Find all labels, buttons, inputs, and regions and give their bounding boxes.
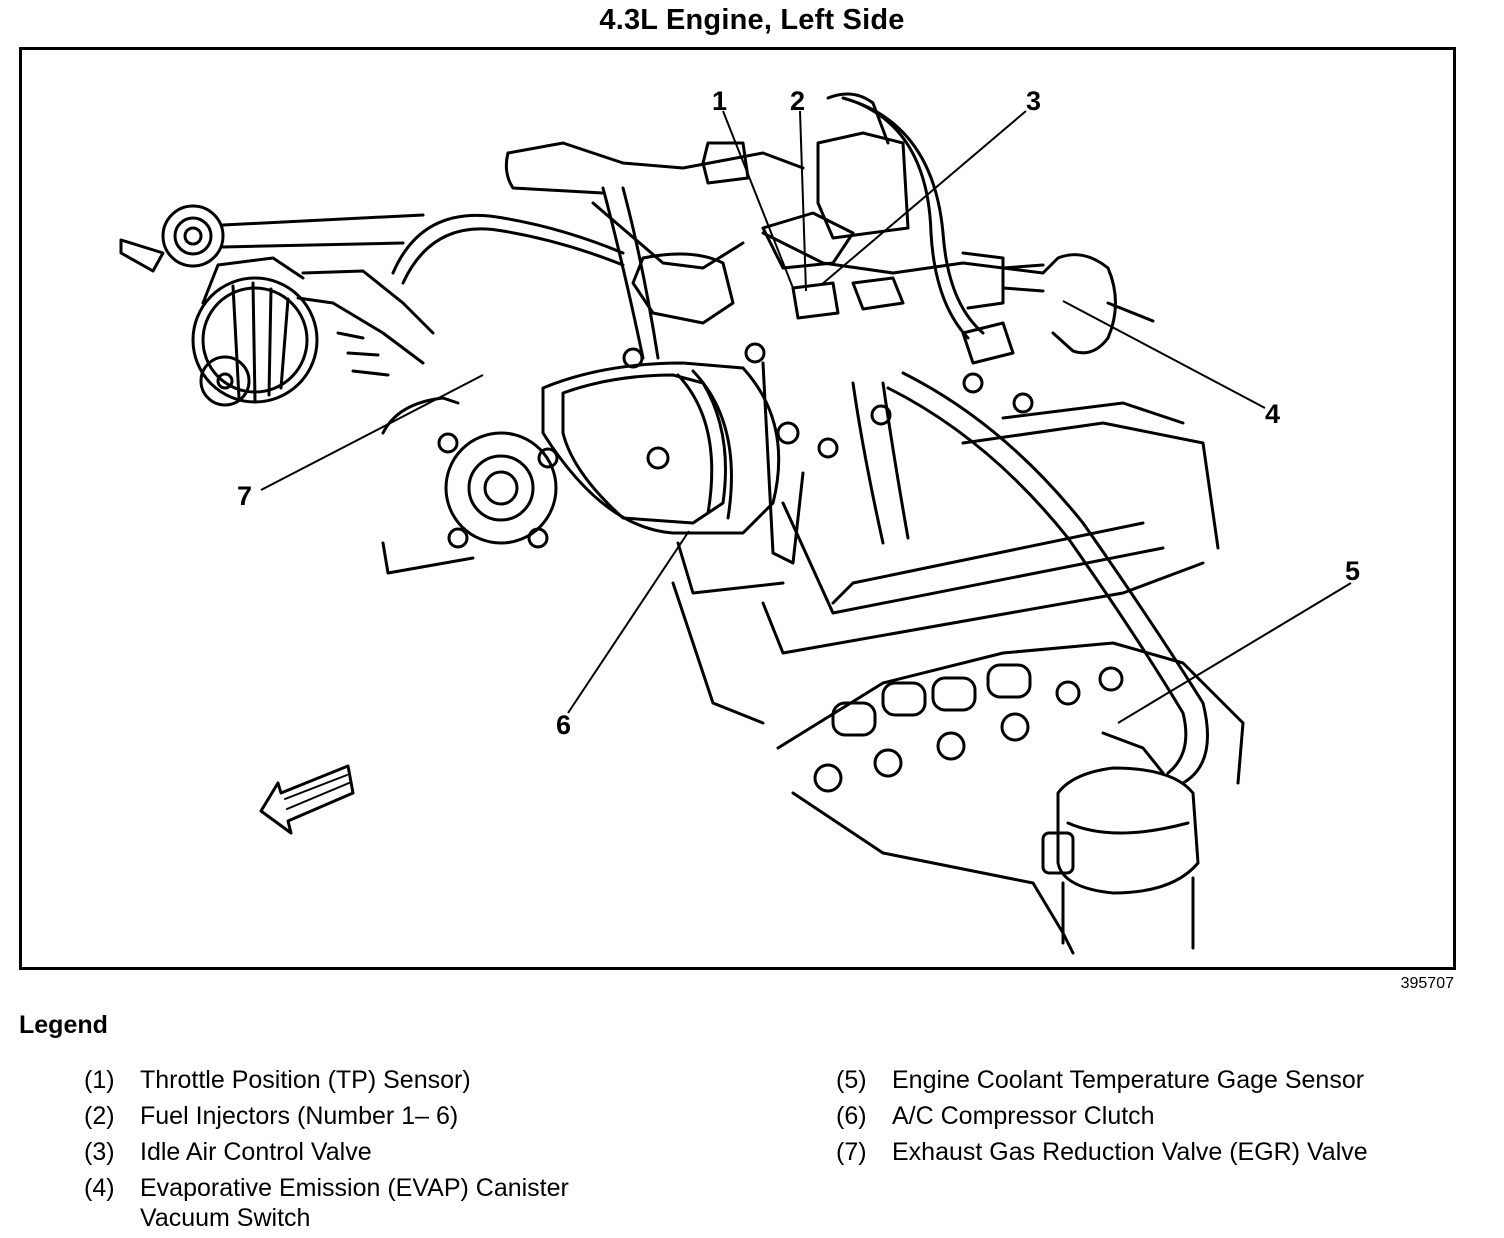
legend-item-text: Exhaust Gas Reduction Valve (EGR) Valve — [892, 1138, 1368, 1166]
legend-item: (1) Throttle Position (TP) Sensor) — [84, 1062, 724, 1098]
leader-line-1 — [722, 110, 794, 289]
legend-item: (2) Fuel Injectors (Number 1– 6) — [84, 1098, 724, 1134]
bolts-drawing — [622, 342, 1034, 470]
leader-line-4 — [1062, 300, 1266, 409]
legend-item-text: Evaporative Emission (EVAP) Canister Vac… — [140, 1174, 569, 1232]
legend-item: (3) Idle Air Control Valve — [84, 1134, 724, 1170]
egr-valve-drawing — [1041, 731, 1200, 950]
legend-column-right: (5) Engine Coolant Temperature Gage Sens… — [836, 1062, 1476, 1170]
legend-item-number: (1) — [84, 1066, 115, 1094]
evap-switch-drawing — [961, 251, 1155, 365]
leader-line-3 — [820, 110, 1027, 286]
engine-line-drawing: 1 2 3 4 5 6 7 — [119, 86, 1360, 955]
legend-item-text: Fuel Injectors (Number 1– 6) — [140, 1102, 459, 1130]
callout-5: 5 — [1345, 556, 1360, 586]
leader-line-5 — [1117, 582, 1352, 724]
legend-item: (6) A/C Compressor Clutch — [836, 1098, 1476, 1134]
legend-item-number: (3) — [84, 1138, 115, 1166]
legend-item-number: (4) — [84, 1174, 115, 1202]
callout-7: 7 — [237, 481, 252, 511]
legend-item: (7) Exhaust Gas Reduction Valve (EGR) Va… — [836, 1134, 1476, 1170]
legend-item-number: (7) — [836, 1138, 867, 1166]
figure-id: 395707 — [1400, 975, 1454, 992]
front-direction-arrow — [259, 764, 355, 835]
diagram-title: 4.3L Engine, Left Side — [599, 4, 905, 36]
exhaust-manifold-drawing — [776, 641, 1245, 955]
legend-item-number: (2) — [84, 1102, 115, 1130]
ac-compressor-drawing — [381, 361, 781, 575]
callout-4: 4 — [1265, 399, 1280, 429]
callout-2: 2 — [790, 86, 805, 116]
engine-illustration-frame: 1 2 3 4 5 6 7 — [19, 47, 1456, 970]
leader-line-7 — [260, 374, 484, 491]
throttle-body-drawing — [504, 92, 910, 325]
callout-1: 1 — [712, 86, 727, 116]
wiring-harness-drawing — [391, 96, 1209, 785]
legend-item-number: (5) — [836, 1066, 867, 1094]
legend-item-text: Engine Coolant Temperature Gage Sensor — [892, 1066, 1365, 1094]
oil-cap-drawing — [119, 204, 425, 273]
legend-item: (5) Engine Coolant Temperature Gage Sens… — [836, 1062, 1476, 1098]
leader-lines — [260, 110, 1352, 724]
legend-heading: Legend — [19, 1011, 108, 1039]
legend-item-text: A/C Compressor Clutch — [892, 1102, 1155, 1130]
legend-item-number: (6) — [836, 1102, 867, 1130]
leader-line-6 — [567, 530, 690, 714]
legend-item-text: Idle Air Control Valve — [140, 1138, 372, 1166]
legend-column-left: (1) Throttle Position (TP) Sensor) (2) F… — [84, 1062, 724, 1236]
callout-6: 6 — [556, 710, 571, 740]
legend-item: (4) Evaporative Emission (EVAP) Canister… — [84, 1170, 724, 1236]
callout-3: 3 — [1026, 86, 1041, 116]
alternator-drawing — [191, 256, 435, 407]
valve-cover-drawing — [671, 231, 1220, 725]
legend-item-text: Throttle Position (TP) Sensor) — [140, 1066, 471, 1094]
leader-line-2 — [799, 110, 807, 292]
